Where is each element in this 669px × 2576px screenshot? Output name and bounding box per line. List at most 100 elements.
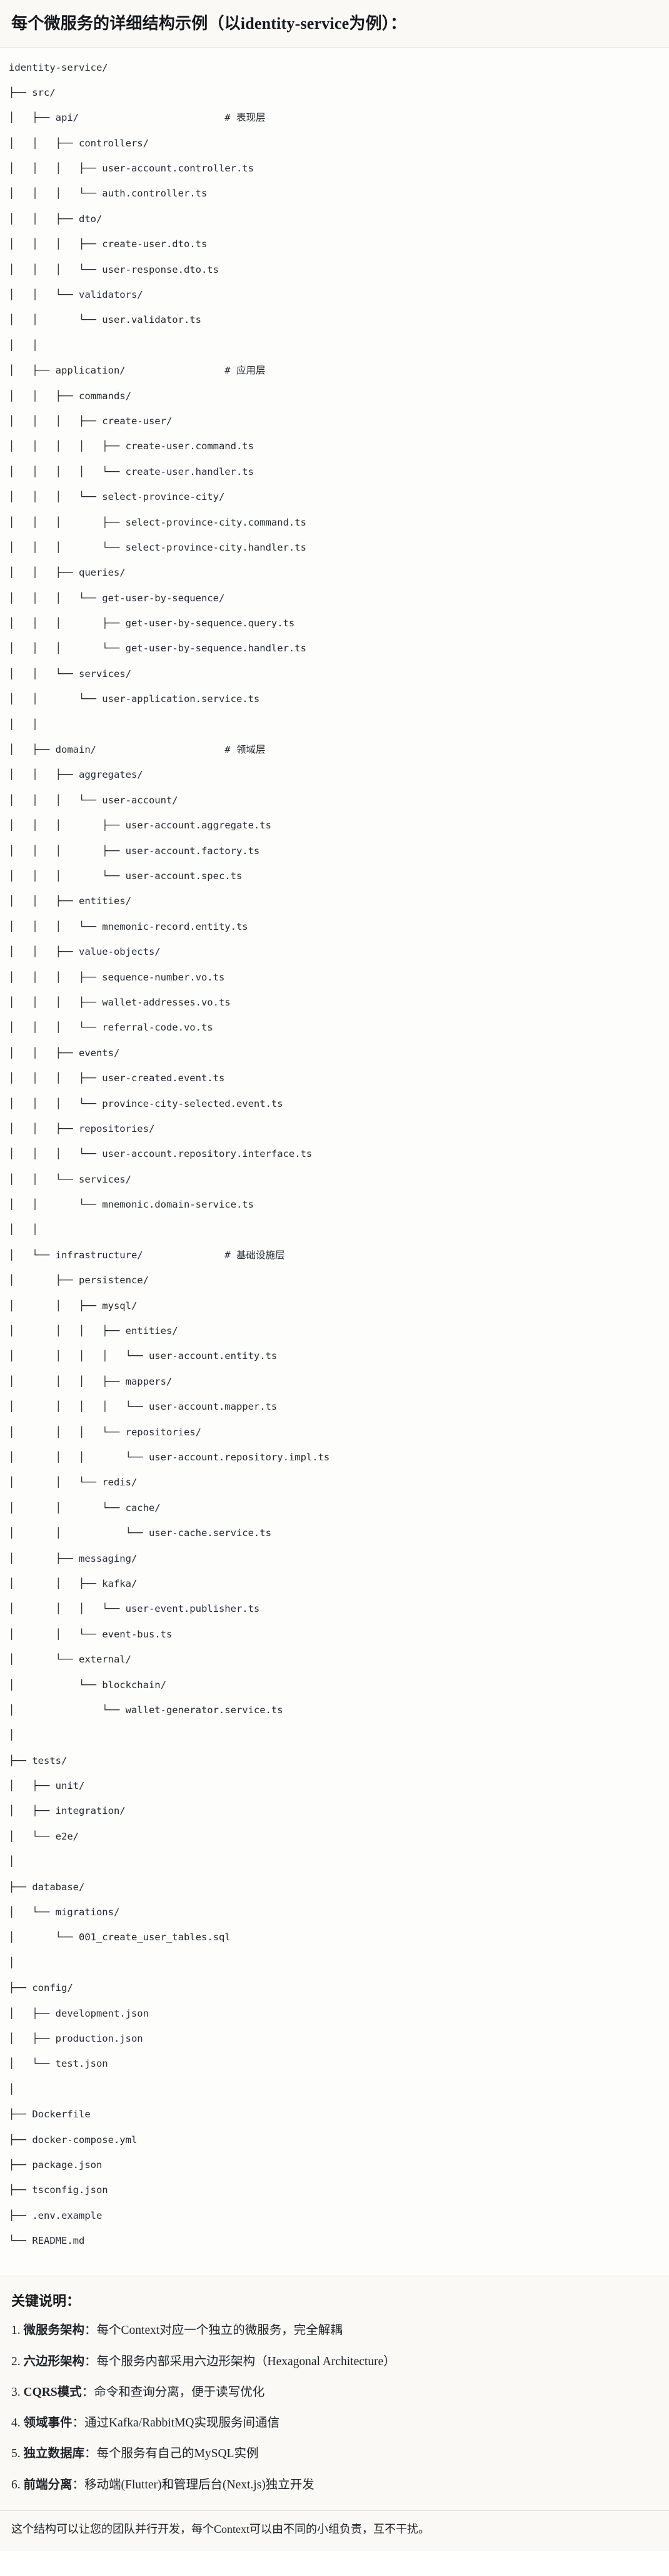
tree-line-comment: # 基础设施层 bbox=[224, 1249, 285, 1261]
tree-line: │ │ │ └── user-response.dto.ts bbox=[9, 263, 219, 275]
tree-line: ├── Dockerfile bbox=[9, 2109, 91, 2120]
tree-line: │ │ bbox=[9, 718, 38, 730]
tree-line: │ ├── persistence/ bbox=[9, 1275, 149, 1286]
tree-line: │ │ │ ├── entities/ bbox=[9, 1325, 178, 1337]
key-note-number: 1. bbox=[11, 2324, 24, 2338]
tree-line: │ │ │ ├── create-user/ bbox=[9, 415, 173, 427]
key-note-item: 4. 领域事件：通过Kafka/RabbitMQ实现服务间通信 bbox=[11, 2414, 658, 2432]
tree-line: │ │ │ ├── mappers/ bbox=[9, 1375, 173, 1387]
tree-line: │ ├── development.json bbox=[9, 2007, 149, 2019]
tree-line: │ │ ├── commands/ bbox=[9, 390, 131, 402]
tree-line: │ │ └── user-cache.service.ts bbox=[9, 1527, 271, 1539]
key-note-number: 6. bbox=[11, 2478, 24, 2492]
key-note-item: 5. 独立数据库：每个服务有自己的MySQL实例 bbox=[11, 2445, 658, 2463]
tree-line: │ │ │ └── get-user-by-sequence.handler.t… bbox=[9, 643, 306, 654]
key-note-term: 六边形架构 bbox=[23, 2355, 85, 2368]
tree-line: │ │ │ ├── wallet-addresses.vo.ts bbox=[9, 996, 231, 1008]
tree-line: │ │ └── user-application.service.ts bbox=[9, 693, 260, 705]
tree-line: │ │ ├── queries/ bbox=[9, 567, 126, 579]
tree-line: │ │ └── services/ bbox=[9, 668, 131, 680]
key-note-term: 独立数据库 bbox=[23, 2447, 85, 2461]
tree-line: │ │ ├── controllers/ bbox=[9, 137, 149, 149]
tree-line: │ │ │ ├── select-province-city.command.t… bbox=[9, 516, 306, 528]
tree-line: ├── config/ bbox=[9, 1982, 73, 1994]
tree-line: │ │ └── services/ bbox=[9, 1173, 131, 1185]
tree-line: │ │ ├── repositories/ bbox=[9, 1123, 155, 1134]
tree-line-path: │ └── infrastructure/ bbox=[9, 1249, 225, 1261]
key-note-term: 微服务架构 bbox=[23, 2324, 85, 2338]
tree-line: │ │ ├── kafka/ bbox=[9, 1577, 138, 1589]
tree-line: │ │ │ └── user-account.repository.impl.t… bbox=[9, 1451, 330, 1463]
tree-line: │ │ ├── dto/ bbox=[9, 213, 103, 225]
page-title: 每个微服务的详细结构示例（以identity-service为例）： bbox=[11, 14, 407, 33]
directory-tree: identity-service/ ├── src/ │ ├── api/ # … bbox=[0, 61, 669, 2260]
key-note-number: 2. bbox=[11, 2355, 24, 2368]
tree-line: │ │ │ ├── get-user-by-sequence.query.ts bbox=[9, 618, 295, 629]
tree-line: │ │ └── event-bus.ts bbox=[9, 1628, 173, 1640]
tree-line: │ │ │ └── repositories/ bbox=[9, 1426, 201, 1438]
tree-line: │ └── e2e/ bbox=[9, 1830, 79, 1842]
tree-line: │ └── test.json bbox=[9, 2058, 108, 2070]
tree-line: │ │ │ │ └── user-account.entity.ts bbox=[9, 1350, 278, 1362]
tree-line: │ └── infrastructure/ # 基础设施层 bbox=[9, 1249, 669, 1261]
tree-line: │ │ │ └── select-province-city.handler.t… bbox=[9, 541, 306, 553]
key-note-body: ：每个Context对应一个独立的微服务，完全解耦 bbox=[84, 2324, 343, 2338]
tree-line: │ │ │ ├── sequence-number.vo.ts bbox=[9, 971, 225, 983]
tree-line: │ ├── api/ # 表现层 bbox=[9, 111, 669, 124]
tree-line: identity-service/ bbox=[9, 61, 108, 73]
key-note-item: 3. CQRS模式：命令和查询分离，便于读写优化 bbox=[11, 2383, 658, 2401]
tree-line: │ │ bbox=[9, 1224, 38, 1236]
tree-line: │ │ │ └── user-account.repository.interf… bbox=[9, 1148, 313, 1160]
key-note-body: ：通过Kafka/RabbitMQ实现服务间通信 bbox=[72, 2416, 279, 2430]
tree-line: ├── src/ bbox=[9, 86, 56, 98]
tree-line: ├── database/ bbox=[9, 1881, 85, 1893]
tree-line: │ bbox=[9, 1856, 15, 1868]
key-note-item: 1. 微服务架构：每个Context对应一个独立的微服务，完全解耦 bbox=[11, 2321, 658, 2339]
tree-line: │ bbox=[9, 1957, 15, 1968]
tree-line: │ │ ├── aggregates/ bbox=[9, 769, 143, 781]
tree-line: │ ├── production.json bbox=[9, 2032, 143, 2044]
tree-line: │ │ │ └── user-account/ bbox=[9, 794, 178, 806]
tree-line-comment: # 领域层 bbox=[224, 744, 266, 756]
tree-line: │ ├── domain/ # 领域层 bbox=[9, 743, 669, 756]
key-note-number: 3. bbox=[11, 2385, 24, 2399]
tree-line: │ bbox=[9, 1729, 15, 1741]
tree-line: │ ├── messaging/ bbox=[9, 1552, 138, 1564]
key-note-term: CQRS模式 bbox=[23, 2385, 82, 2399]
tree-line: │ │ │ │ └── create-user.handler.ts bbox=[9, 466, 254, 477]
key-notes-list: 1. 微服务架构：每个Context对应一个独立的微服务，完全解耦 2. 六边形架… bbox=[11, 2321, 658, 2494]
tree-line: │ ├── unit/ bbox=[9, 1780, 85, 1792]
key-note-number: 4. bbox=[11, 2416, 24, 2430]
tree-line: │ │ │ ├── user-created.event.ts bbox=[9, 1072, 225, 1084]
tree-line: │ │ │ └── user-account.spec.ts bbox=[9, 870, 243, 882]
tree-line: │ │ └── cache/ bbox=[9, 1502, 161, 1514]
key-note-term: 领域事件 bbox=[23, 2416, 73, 2430]
key-note-body: ：命令和查询分离，便于读写优化 bbox=[81, 2385, 265, 2399]
tree-line: ├── .env.example bbox=[9, 2209, 103, 2221]
tree-line: │ │ └── mnemonic.domain-service.ts bbox=[9, 1199, 254, 1211]
tree-line: │ ├── integration/ bbox=[9, 1805, 126, 1817]
footer-note: 这个结构可以让您的团队并行开发，每个Context可以由不同的小组负责，互不干扰… bbox=[0, 2510, 669, 2551]
tree-line: │ │ └── redis/ bbox=[9, 1477, 138, 1489]
tree-line: │ ├── application/ # 应用层 bbox=[9, 364, 669, 377]
tree-line: │ │ ├── value-objects/ bbox=[9, 946, 161, 958]
key-note-item: 6. 前端分离：移动端(Flutter)和管理后台(Next.js)独立开发 bbox=[11, 2476, 658, 2494]
tree-line: │ │ │ ├── user-account.factory.ts bbox=[9, 845, 260, 857]
tree-line: │ └── external/ bbox=[9, 1654, 131, 1666]
tree-line: │ │ │ └── auth.controller.ts bbox=[9, 188, 208, 200]
tree-line-comment: # 表现层 bbox=[224, 112, 266, 124]
tree-line: │ │ └── user.validator.ts bbox=[9, 314, 201, 326]
tree-line: │ └── 001_create_user_tables.sql bbox=[9, 1932, 231, 1943]
tree-line: │ │ bbox=[9, 339, 38, 351]
tree-line: │ │ │ │ └── user-account.mapper.ts bbox=[9, 1401, 278, 1413]
tree-line: │ │ │ └── province-city-selected.event.t… bbox=[9, 1097, 283, 1109]
tree-line: │ └── migrations/ bbox=[9, 1907, 120, 1918]
key-note-number: 5. bbox=[11, 2447, 24, 2461]
tree-line-comment: # 应用层 bbox=[224, 365, 266, 377]
tree-line: │ │ │ └── user-event.publisher.ts bbox=[9, 1603, 260, 1615]
tree-line: ├── docker-compose.yml bbox=[9, 2134, 138, 2146]
tree-line: │ │ │ └── select-province-city/ bbox=[9, 491, 225, 503]
tree-line: │ └── blockchain/ bbox=[9, 1679, 166, 1691]
